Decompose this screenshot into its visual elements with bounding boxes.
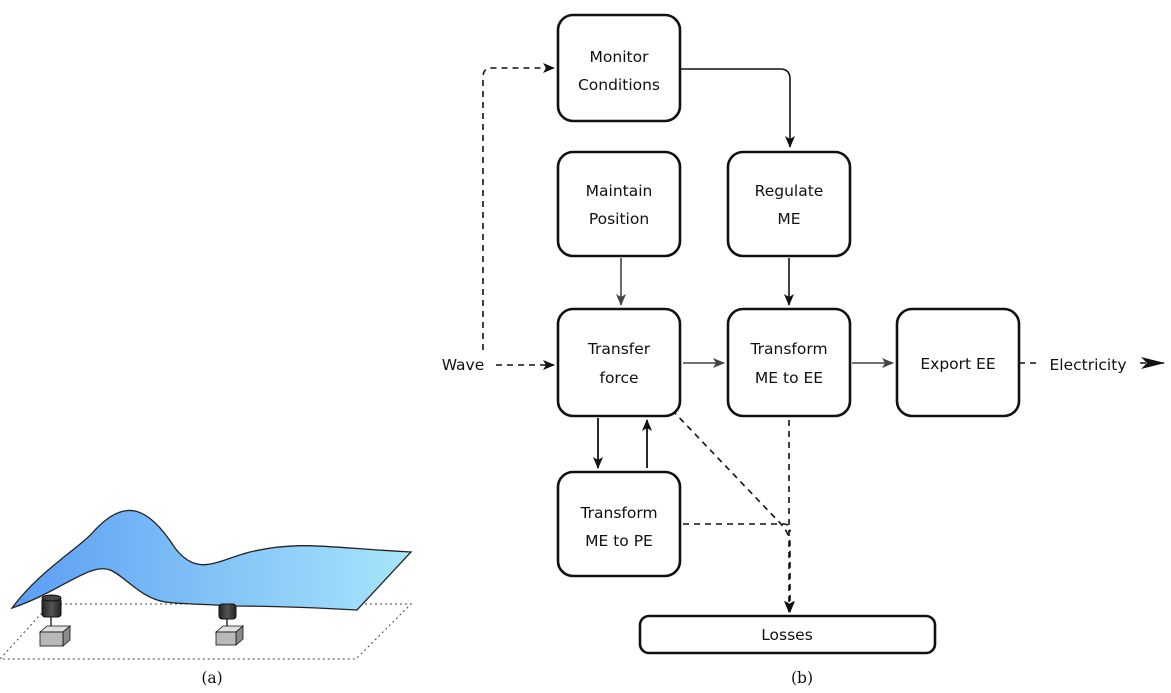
svg-text:ME to EE: ME to EE [755, 369, 823, 387]
edge-wave-to-monitor [482, 63, 555, 350]
svg-text:Export EE: Export EE [920, 355, 995, 373]
node-transfer-force: Transfer force [556, 307, 682, 418]
svg-text:Losses: Losses [761, 626, 813, 644]
panel-b-caption: (b) [791, 669, 813, 687]
node-export-ee: Export EE [895, 307, 1021, 418]
svg-text:Transfer: Transfer [587, 340, 651, 358]
svg-text:Conditions: Conditions [578, 76, 660, 94]
svg-text:Transform: Transform [579, 504, 657, 522]
edge-transform-pe-to-losses [683, 523, 791, 533]
svg-text:Transform: Transform [749, 340, 827, 358]
svg-text:force: force [599, 369, 638, 387]
node-transform-me-to-ee: Transform ME to EE [726, 307, 852, 418]
node-losses: Losses [638, 614, 937, 655]
svg-text:Regulate: Regulate [755, 182, 824, 200]
wave-device-1 [38, 594, 72, 647]
panel-b-diagram: Monitor Conditions Maintain Position Reg… [442, 13, 1165, 687]
input-wave-label: Wave [442, 356, 485, 374]
edge-monitor-to-regulate [681, 68, 795, 148]
node-transform-me-to-pe: Transform ME to PE [556, 470, 682, 578]
wave-device-2 [214, 603, 245, 646]
node-regulate-me: Regulate ME [726, 150, 852, 258]
svg-text:ME to PE: ME to PE [585, 532, 653, 550]
panel-a-caption: (a) [201, 669, 222, 687]
panel-a-illustration: (a) [0, 509, 413, 687]
edge-transfer-to-losses [671, 409, 795, 613]
node-maintain-position: Maintain Position [556, 150, 682, 258]
svg-text:ME: ME [777, 210, 800, 228]
node-monitor-conditions: Monitor Conditions [556, 13, 682, 123]
svg-text:Position: Position [589, 210, 649, 228]
wave-surface [10, 509, 413, 611]
svg-text:Monitor: Monitor [590, 48, 650, 66]
svg-text:Maintain: Maintain [586, 182, 653, 200]
output-electricity-label: Electricity [1050, 356, 1127, 374]
